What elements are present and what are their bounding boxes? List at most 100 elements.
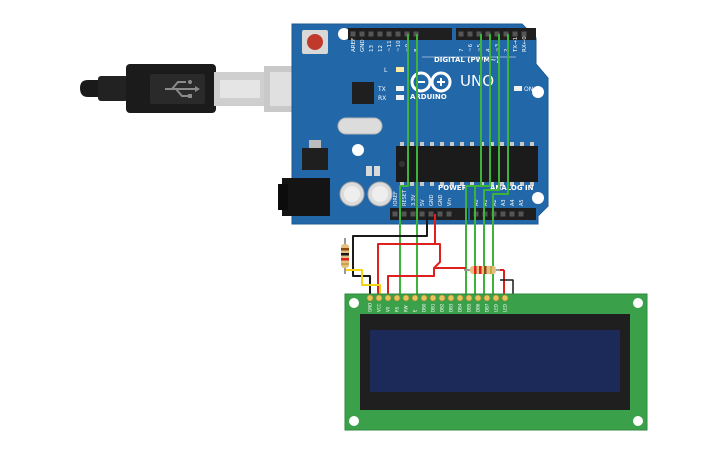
capacitor bbox=[339, 181, 365, 207]
svg-text:RX: RX bbox=[378, 95, 386, 102]
wire-db7 bbox=[492, 34, 509, 298]
lcd-pin-label: GND bbox=[368, 303, 373, 312]
lcd-pin[interactable] bbox=[474, 294, 482, 302]
power-pin-label: GND bbox=[429, 194, 435, 206]
lcd-pin-label: DB7 bbox=[485, 303, 490, 312]
wire-db4 bbox=[465, 34, 482, 298]
lcd-pin[interactable] bbox=[465, 294, 473, 302]
header-hole[interactable] bbox=[395, 31, 401, 37]
lcd-pin[interactable] bbox=[501, 294, 509, 302]
mounting-hole bbox=[349, 298, 359, 308]
header-hole[interactable] bbox=[428, 211, 434, 217]
analog-pin-label: A4 bbox=[510, 199, 516, 206]
analog-pin-label: A1 bbox=[483, 199, 489, 206]
header-hole[interactable] bbox=[521, 31, 527, 37]
analog-pin-label: A3 bbox=[501, 199, 507, 206]
wire-db5 bbox=[474, 34, 491, 298]
header-hole[interactable] bbox=[503, 31, 509, 37]
power-pin-label: 5V bbox=[420, 199, 426, 206]
voltage-regulator bbox=[302, 148, 328, 170]
header-hole[interactable] bbox=[458, 31, 464, 37]
resistor-vertical bbox=[341, 238, 349, 274]
lcd-pin[interactable] bbox=[429, 294, 437, 302]
lcd-pin-label: DB1 bbox=[431, 303, 436, 312]
capacitor bbox=[367, 181, 393, 207]
header-hole[interactable] bbox=[446, 211, 452, 217]
header-hole[interactable] bbox=[377, 31, 383, 37]
wire-gnd bbox=[352, 214, 428, 298]
lcd-pin-label: RW bbox=[404, 305, 409, 312]
arduino-brand: ARDUINO bbox=[410, 93, 447, 101]
header-hole[interactable] bbox=[437, 211, 443, 217]
power-pin-label: 3.3V bbox=[411, 194, 417, 206]
reset-button[interactable] bbox=[302, 30, 328, 54]
top-pin-label: AREF bbox=[351, 38, 357, 52]
lcd-pin[interactable] bbox=[492, 294, 500, 302]
svg-text:ON: ON bbox=[524, 86, 533, 93]
header-hole[interactable] bbox=[392, 211, 398, 217]
mounting-hole bbox=[633, 298, 643, 308]
header-hole[interactable] bbox=[419, 211, 425, 217]
power-pin-label: GND bbox=[438, 194, 444, 206]
lcd-pin[interactable] bbox=[375, 294, 383, 302]
mounting-hole bbox=[352, 144, 364, 156]
top-pin-label: RX←0 bbox=[522, 36, 528, 52]
header-hole[interactable] bbox=[350, 31, 356, 37]
analog-pin-label: A5 bbox=[519, 199, 525, 206]
lcd-pin-label: VCC bbox=[377, 303, 382, 312]
lcd-pin-label: DB6 bbox=[476, 303, 481, 312]
lcd-pin-label: LED bbox=[494, 304, 499, 312]
mounting-hole bbox=[349, 416, 359, 426]
wire-db6 bbox=[483, 34, 500, 298]
analog-pin-label: A0 bbox=[474, 199, 480, 206]
led-l: L bbox=[384, 67, 404, 74]
lcd-pin[interactable] bbox=[420, 294, 428, 302]
lcd-pin[interactable] bbox=[411, 294, 419, 302]
lcd-pin-label: RS bbox=[395, 306, 400, 312]
led-on: ON bbox=[514, 86, 533, 93]
usb-chip bbox=[352, 82, 374, 104]
top-pin-label: 7 bbox=[459, 48, 465, 52]
header-hole[interactable] bbox=[401, 211, 407, 217]
usb-icon bbox=[165, 80, 200, 98]
mounting-hole bbox=[532, 86, 544, 98]
lcd-pin[interactable] bbox=[384, 294, 392, 302]
mounting-hole bbox=[633, 416, 643, 426]
wire-v0 bbox=[344, 269, 381, 298]
header-hole[interactable] bbox=[410, 211, 416, 217]
wires bbox=[344, 34, 514, 298]
header-hole[interactable] bbox=[485, 31, 491, 37]
header-hole[interactable] bbox=[368, 31, 374, 37]
header-hole[interactable] bbox=[359, 31, 365, 37]
microcontroller-chip bbox=[396, 142, 538, 186]
led-tx: TX bbox=[377, 86, 404, 93]
header-hole[interactable] bbox=[467, 31, 473, 37]
lcd-pin[interactable] bbox=[456, 294, 464, 302]
top-pin-label: GND bbox=[360, 39, 366, 52]
analog-pin-label: A2 bbox=[492, 199, 498, 206]
svg-text:L: L bbox=[384, 67, 388, 74]
lcd-pin[interactable] bbox=[393, 294, 401, 302]
lcd-pin-label: LED bbox=[503, 304, 508, 312]
header-hole[interactable] bbox=[500, 211, 506, 217]
header-hole[interactable] bbox=[494, 31, 500, 37]
header-hole[interactable] bbox=[476, 31, 482, 37]
header-hole[interactable] bbox=[386, 31, 392, 37]
analog-label: ANALOG IN bbox=[490, 184, 534, 192]
lcd-pin[interactable] bbox=[483, 294, 491, 302]
lcd-pin-label: DB0 bbox=[422, 303, 427, 312]
arduino-logo-icon bbox=[410, 71, 452, 93]
lcd-pin[interactable] bbox=[447, 294, 455, 302]
header-hole[interactable] bbox=[512, 31, 518, 37]
lcd-pin[interactable] bbox=[366, 294, 374, 302]
lcd-pin[interactable] bbox=[438, 294, 446, 302]
header-hole[interactable] bbox=[518, 211, 524, 217]
header-hole[interactable] bbox=[509, 211, 515, 217]
power-label: POWER bbox=[438, 184, 468, 192]
power-pin-label: RESET bbox=[402, 189, 408, 206]
lcd-pin[interactable] bbox=[402, 294, 410, 302]
